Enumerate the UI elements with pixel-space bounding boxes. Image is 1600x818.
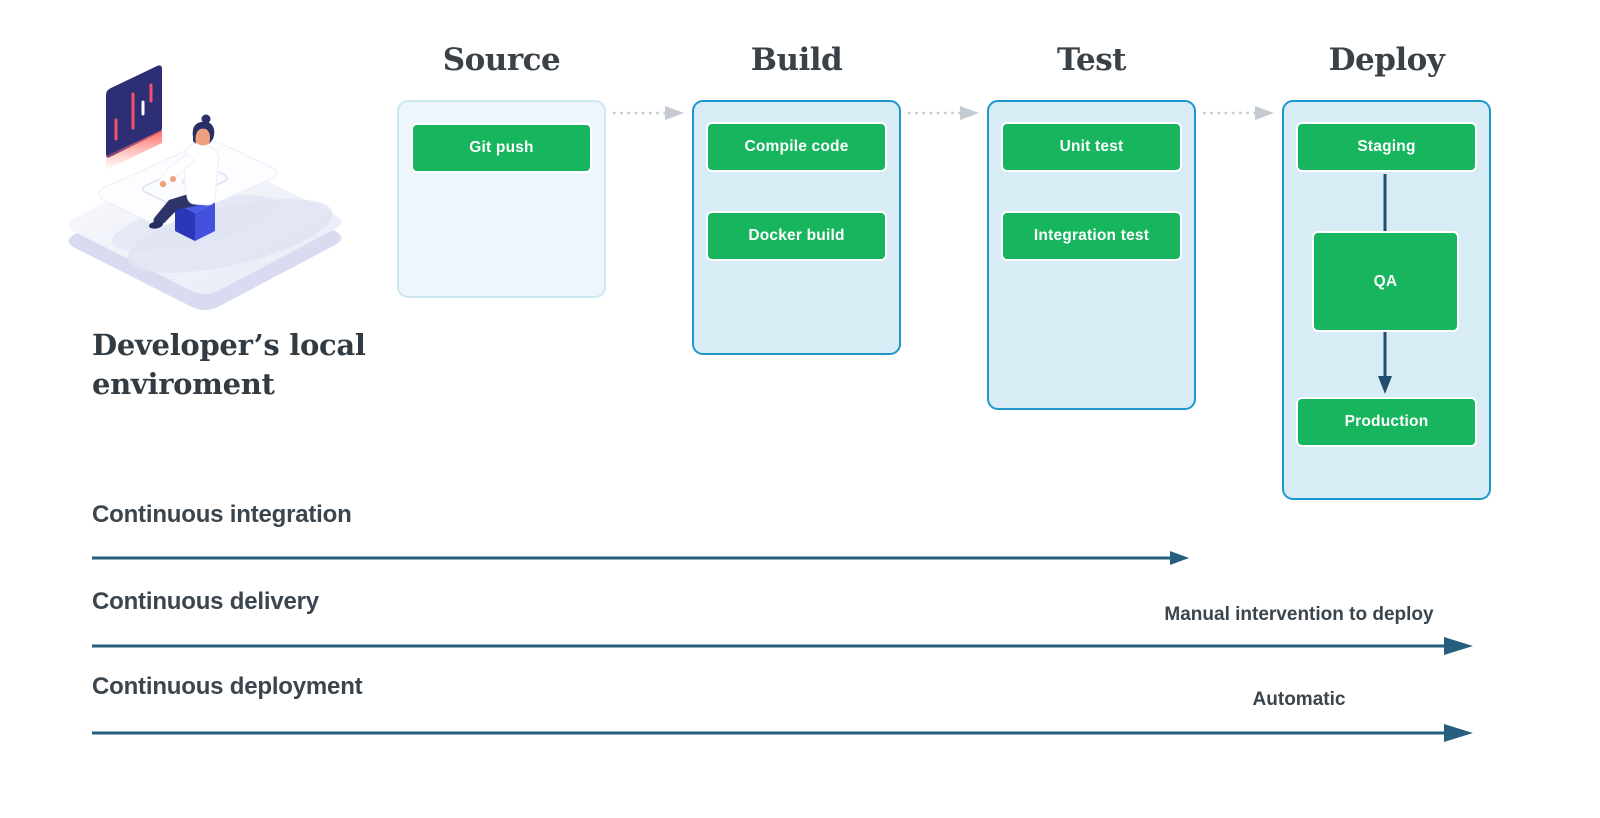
person-hand bbox=[170, 176, 176, 182]
step-unit-test: Unit test bbox=[1001, 122, 1182, 172]
step-git-push: Git push bbox=[411, 123, 592, 173]
person-hand bbox=[159, 180, 167, 188]
step-staging: Staging bbox=[1296, 122, 1477, 172]
flow-arrow-continuous-delivery bbox=[92, 637, 1473, 655]
person-hair-bun bbox=[201, 114, 211, 124]
person-legs bbox=[153, 192, 197, 224]
flow-arrow-continuous-integration bbox=[92, 551, 1189, 565]
developer-illustration bbox=[68, 65, 342, 310]
dotted-arrow-icon bbox=[1203, 106, 1274, 120]
flow-annotation-manual-intervention: Manual intervention to deploy bbox=[1164, 604, 1434, 625]
stage-header-build: Build bbox=[750, 42, 843, 78]
flow-label-continuous-deployment: Continuous deployment bbox=[92, 673, 363, 700]
person-torso bbox=[184, 141, 219, 206]
dotted-arrow-icon bbox=[613, 106, 684, 120]
person-shoe bbox=[149, 221, 163, 229]
stage-box-deploy: Staging QA Production bbox=[1282, 100, 1491, 500]
cube-right-face bbox=[195, 203, 215, 241]
person-head bbox=[193, 126, 213, 146]
flow-label-continuous-delivery: Continuous delivery bbox=[92, 588, 319, 615]
cube-left-face bbox=[175, 203, 195, 241]
dotted-arrow-icon bbox=[908, 106, 979, 120]
screen-glow bbox=[106, 130, 162, 170]
flow-arrow-continuous-deployment bbox=[92, 724, 1473, 742]
flow-label-continuous-integration: Continuous integration bbox=[92, 501, 352, 528]
down-arrow-icon bbox=[1378, 332, 1392, 394]
stage-box-test: Unit test Integration test bbox=[987, 100, 1196, 410]
stage-header-source: Source bbox=[442, 42, 561, 78]
stage-header-deploy: Deploy bbox=[1328, 42, 1445, 78]
stage-box-source: Git push bbox=[397, 100, 606, 298]
stage-box-build: Compile code Docker build bbox=[692, 100, 901, 355]
flow-annotation-automatic: Automatic bbox=[1252, 689, 1346, 710]
stage-header-test: Test bbox=[1056, 42, 1127, 78]
connector-line-staging-qa bbox=[1383, 174, 1387, 231]
step-integration-test: Integration test bbox=[1001, 211, 1182, 261]
step-qa: QA bbox=[1312, 231, 1459, 332]
illustration-caption: Developer’s local enviroment bbox=[92, 328, 366, 401]
step-compile-code: Compile code bbox=[706, 122, 887, 172]
cast-shadow bbox=[127, 199, 333, 273]
step-production: Production bbox=[1296, 397, 1477, 447]
person-arm bbox=[156, 153, 196, 188]
person-hair bbox=[192, 121, 215, 144]
step-docker-build: Docker build bbox=[706, 211, 887, 261]
